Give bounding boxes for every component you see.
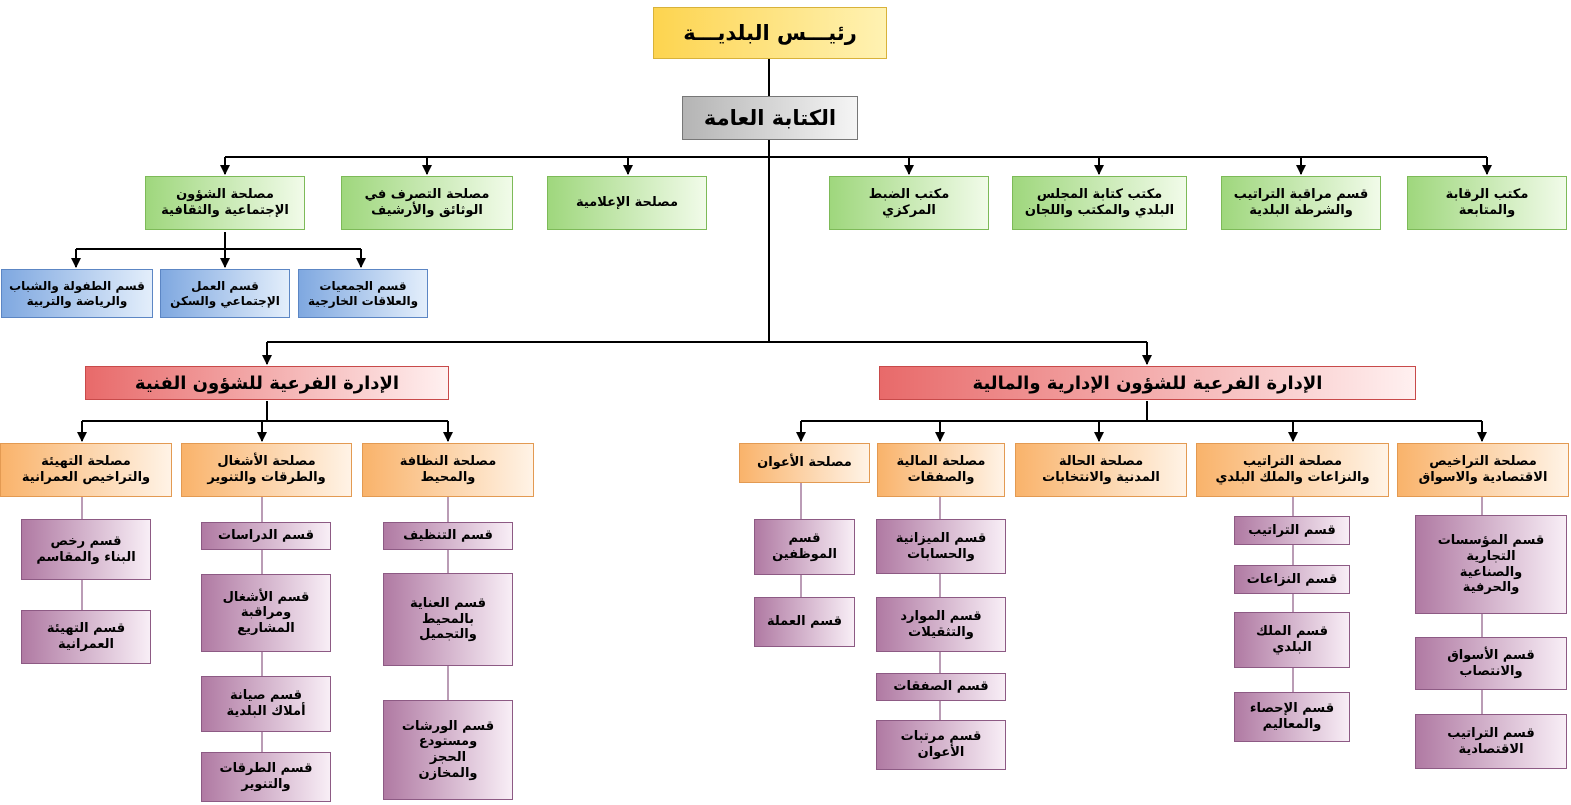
section-box: قسم الصفقات [876,673,1006,701]
service-box: مصلحة المالية والصفقات [877,443,1005,497]
section-box: قسم التنظيف [383,522,513,550]
section-box: قسم الدراسات [201,522,331,550]
social-affairs-box: مصلحة الشؤون الإجتماعية والثقافية [145,176,305,230]
section-box: قسم مرتبات الأعوان [876,720,1006,770]
section-box: قسم الأشغال ومراقبة المشاريع [201,574,331,652]
section-box: قسم الطرقات والتنوير [201,752,331,802]
section-box: قسم المؤسسات التجارية والصناعية والحرفية [1415,515,1567,614]
service-box: مصلحة الحالة المدنية والانتخابات [1015,443,1187,497]
office-box: مصلحة الإعلامية [547,176,707,230]
service-box: مصلحة النظافة والمحيط [362,443,534,497]
section-box: قسم صيانة أملاك البلدية [201,676,331,732]
office-box: مكتب الرقابة والمتابعة [1407,176,1567,230]
section-box: قسم العناية بالمحيط والتجميل [383,573,513,666]
office-box: مكتب كتابة المجلس البلدي والمكتب واللجان [1012,176,1187,230]
office-box: مكتب الضبط المركزي [829,176,989,230]
section-box: قسم الميزانية والحسابات [876,519,1006,574]
section-box: قسم التهيئة العمرانية [21,610,151,664]
section-box: قسم الأسواق والانتصاب [1415,637,1567,690]
service-box: مصلحة الأعوان [739,443,870,483]
section-box: قسم الورشات ومستودع الحجز والمخازن [383,700,513,800]
section-box: قسم الموارد والتثقيلات [876,597,1006,652]
section-box: قسم التراتيب الاقتصادية [1415,714,1567,769]
section-box: قسم العمل الإجتماعي والسكن [160,269,290,318]
admin-branch-box: الإدارة الفرعية للشؤون الإدارية والمالية [879,366,1416,400]
section-box: قسم الموظفين [754,519,855,575]
section-box: قسم العملة [754,597,855,647]
service-box: مصلحة التراخيص الاقتصادية والاسواق [1397,443,1569,497]
office-box: مصلحة التصرف في الوثائق والأرشيف [341,176,513,230]
section-box: قسم رخص البناء والمقاسم [21,519,151,580]
mayor-box: رئيـــس البلديـــة [653,7,887,59]
section-box: قسم الطفولة والشباب والرياضة والتربية [1,269,153,318]
section-box: قسم التراتيب [1234,516,1350,545]
section-box: قسم الملك البلدي [1234,612,1350,668]
section-box: قسم الجمعيات والعلاقات الخارجية [298,269,428,318]
service-box: مصلحة التراتيب والنزاعات والملك البلدي [1196,443,1389,497]
general-secretariat-box: الكتابة العامة [682,96,858,140]
section-box: قسم النزاعات [1234,565,1350,594]
section-box: قسم الإحصاء والمعاليم [1234,692,1350,742]
tech-branch-box: الإدارة الفرعية للشؤون الفنية [85,366,449,400]
service-box: مصلحة الأشغال والطرقات والتنوير [181,443,352,497]
office-box: قسم مراقبة التراتيب والشرطة البلدية [1221,176,1381,230]
service-box: مصلحة التهيئة والتراخيص العمرانية [0,443,172,497]
